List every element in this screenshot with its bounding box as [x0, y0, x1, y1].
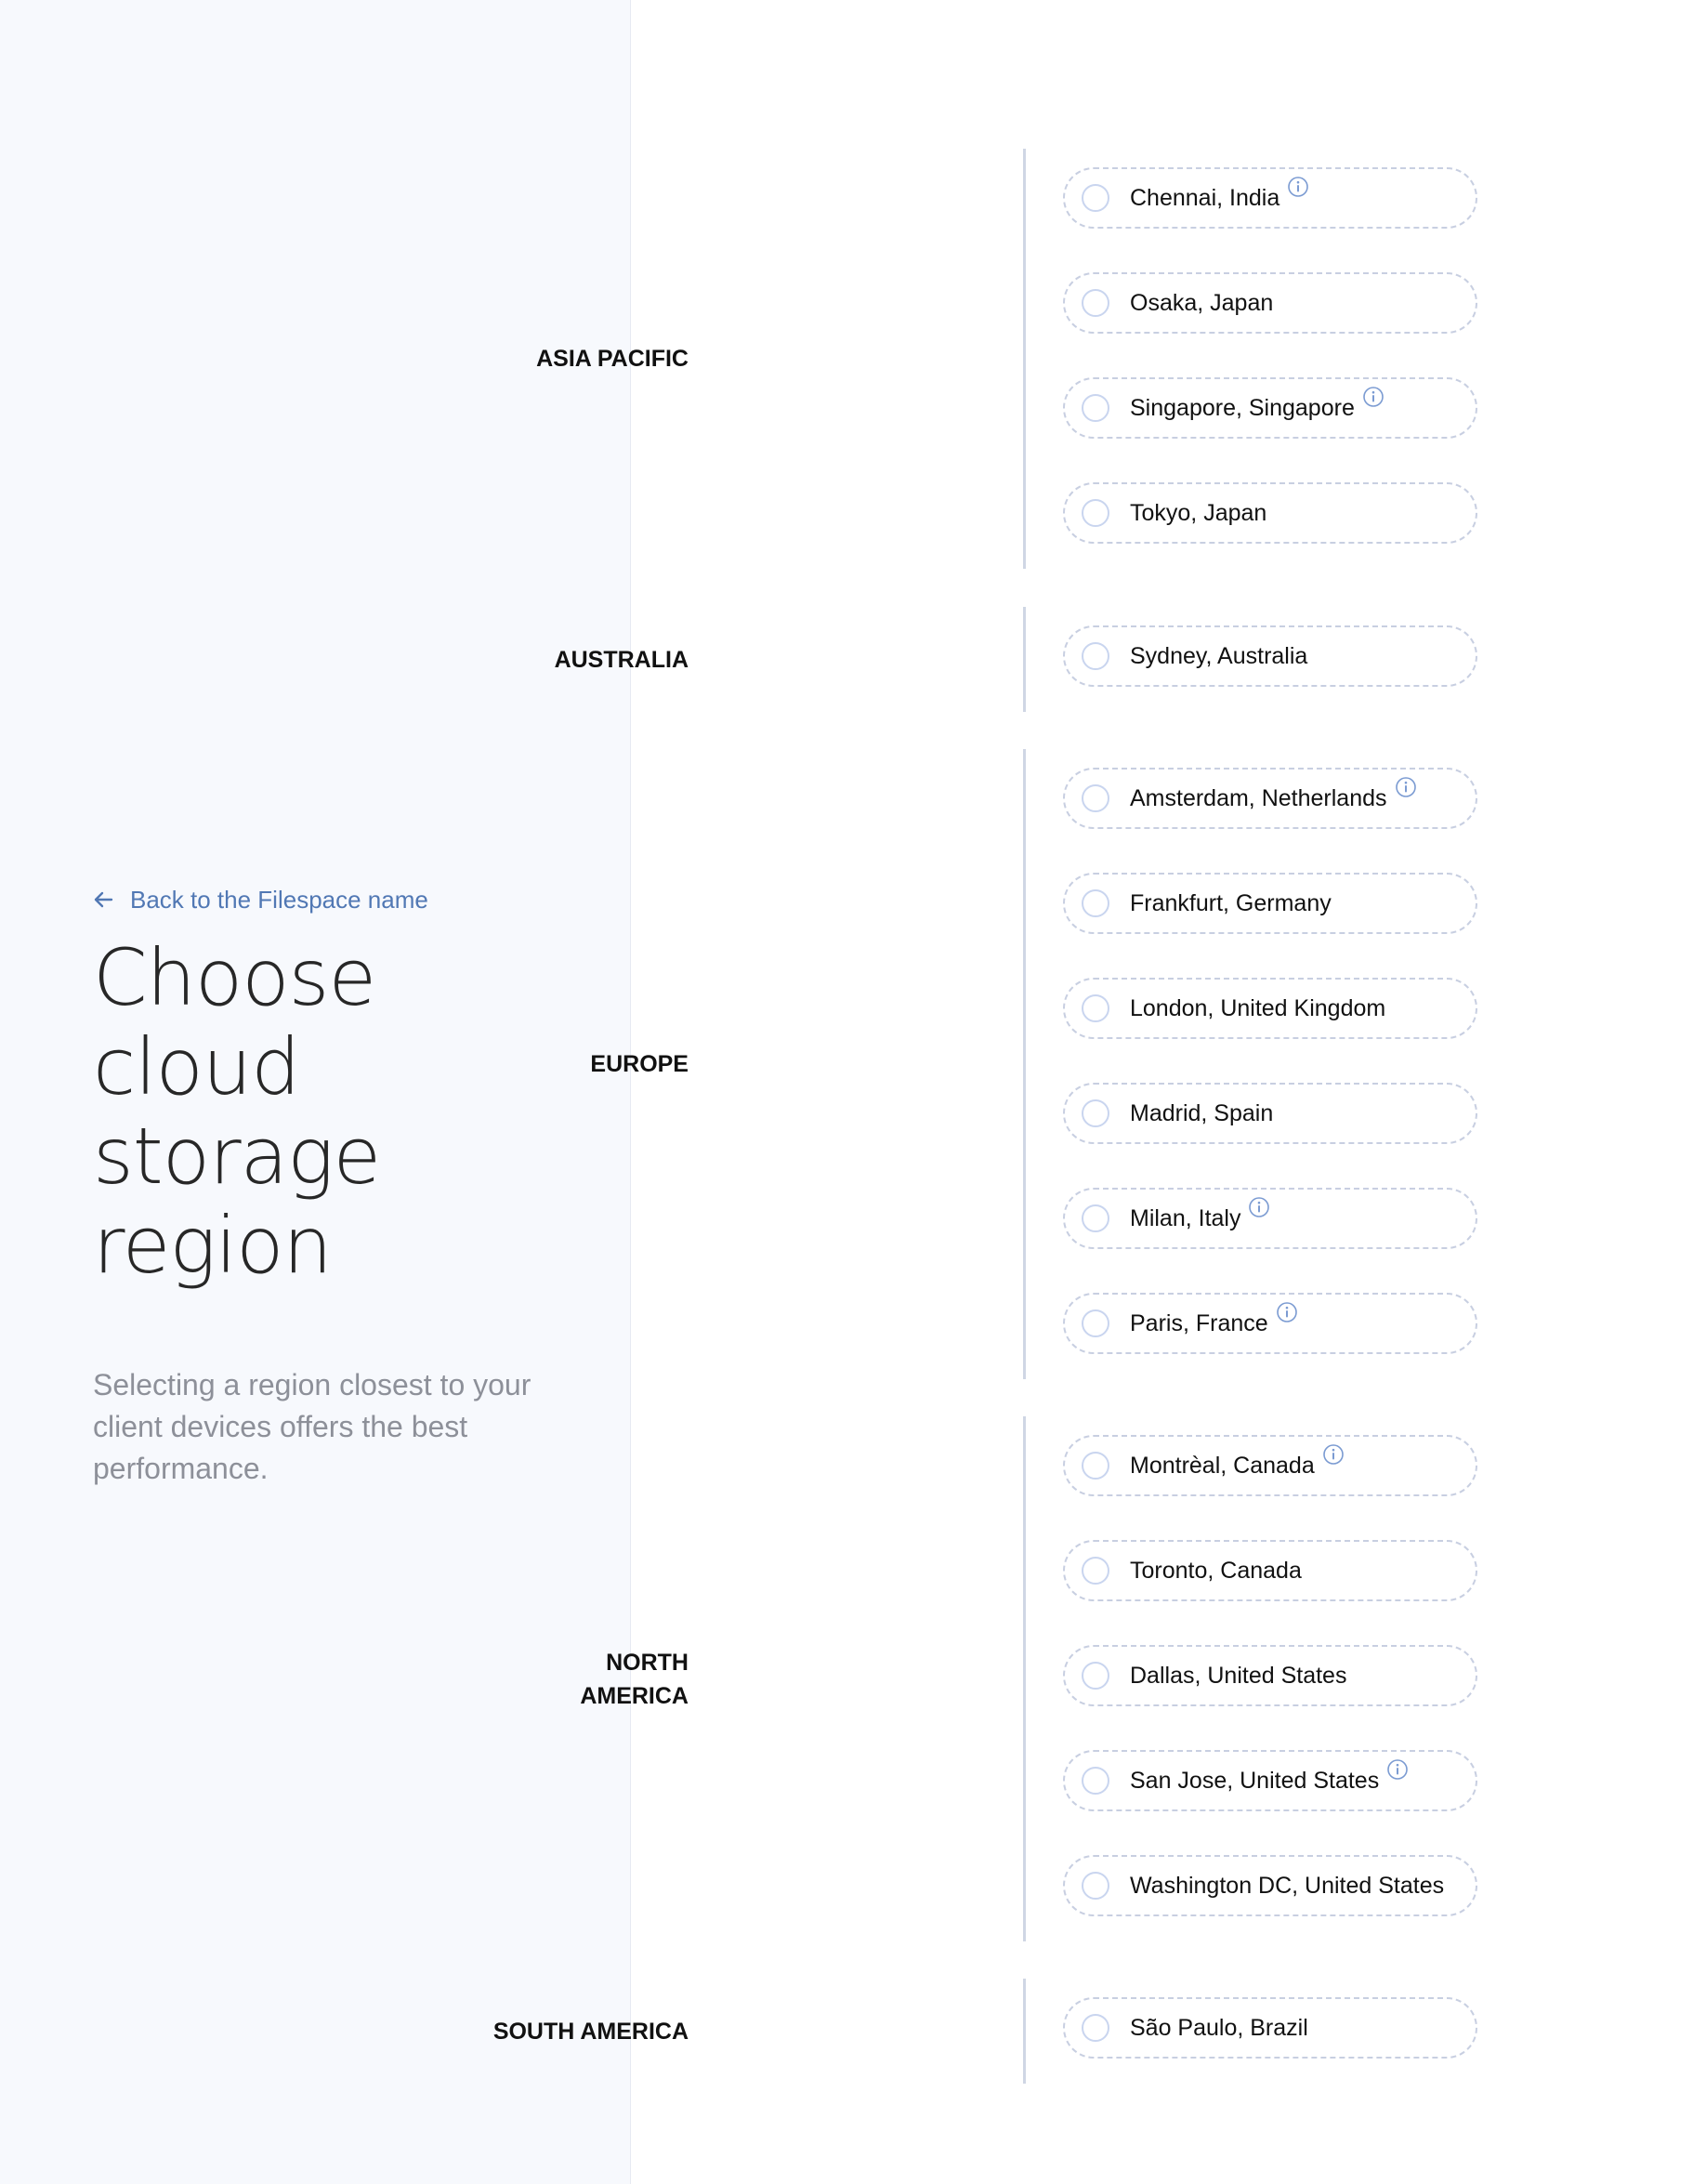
- region-option-label: Madrid, Spain: [1130, 1099, 1274, 1126]
- region-option-madrid[interactable]: Madrid, Spain: [1063, 1083, 1477, 1144]
- region-name: South America: [492, 2018, 689, 2045]
- info-icon[interactable]: [1362, 386, 1384, 408]
- region-group-south-america: South America São Paulo, Brazil: [493, 1979, 1706, 2084]
- region-option-label: Paris, France: [1130, 1309, 1268, 1336]
- left-panel: Back to the Filespace name Choose cloud …: [0, 0, 631, 2184]
- region-option-osaka[interactable]: Osaka, Japan: [1063, 272, 1477, 334]
- region-divider: [1023, 1416, 1026, 1941]
- region-option-label: Toronto, Canada: [1130, 1557, 1302, 1584]
- region-option-amsterdam[interactable]: Amsterdam, Netherlands: [1063, 768, 1477, 829]
- radio-button[interactable]: [1082, 184, 1109, 212]
- radio-button[interactable]: [1082, 1452, 1109, 1480]
- info-icon[interactable]: [1276, 1301, 1298, 1323]
- radio-button[interactable]: [1082, 994, 1109, 1022]
- region-option-label: London, United Kingdom: [1130, 994, 1386, 1021]
- radio-button[interactable]: [1082, 1309, 1109, 1337]
- region-option-singapore[interactable]: Singapore, Singapore: [1063, 377, 1477, 439]
- region-divider: [1023, 1979, 1026, 2084]
- region-option-dallas[interactable]: Dallas, United States: [1063, 1645, 1477, 1706]
- region-option-sydney[interactable]: Sydney, Australia: [1063, 625, 1477, 687]
- region-options: São Paulo, Brazil: [1063, 1997, 1477, 2102]
- region-option-toronto[interactable]: Toronto, Canada: [1063, 1540, 1477, 1601]
- region-option-label: Frankfurt, Germany: [1130, 889, 1332, 916]
- region-option-washington-dc[interactable]: Washington DC, United States: [1063, 1855, 1477, 1916]
- region-name: Australia: [554, 646, 689, 673]
- info-icon[interactable]: [1322, 1443, 1345, 1466]
- region-option-sao-paulo[interactable]: São Paulo, Brazil: [1063, 1997, 1477, 2059]
- region-name: Europe: [590, 1051, 689, 1077]
- radio-button[interactable]: [1082, 289, 1109, 317]
- back-link[interactable]: Back to the Filespace name: [93, 883, 558, 916]
- region-option-label: Tokyo, Japan: [1130, 499, 1267, 526]
- region-option-label: Washington DC, United States: [1130, 1872, 1445, 1899]
- page-title: Choose cloud storage region: [93, 932, 381, 1291]
- region-option-label: Singapore, Singapore: [1130, 394, 1355, 421]
- region-group-asia-pacific: Asia Pacific Chennai, India Osaka, Japan…: [536, 149, 1706, 569]
- region-option-label: Milan, Italy: [1130, 1204, 1241, 1231]
- radio-button[interactable]: [1082, 642, 1109, 670]
- radio-button[interactable]: [1082, 784, 1109, 812]
- radio-button[interactable]: [1082, 499, 1109, 527]
- radio-button[interactable]: [1082, 1662, 1109, 1690]
- radio-button[interactable]: [1082, 394, 1109, 422]
- region-divider: [1023, 607, 1026, 712]
- region-option-label: Amsterdam, Netherlands: [1130, 784, 1387, 811]
- region-options: Amsterdam, Netherlands Frankfurt, German…: [1063, 768, 1477, 1398]
- info-icon[interactable]: [1395, 776, 1417, 798]
- region-option-label: Dallas, United States: [1130, 1662, 1347, 1689]
- region-option-label: Montrèal, Canada: [1130, 1452, 1315, 1479]
- region-group-north-america: North America Montrèal, Canada Toronto, …: [580, 1416, 1706, 1941]
- region-options: Sydney, Australia: [1063, 625, 1477, 730]
- arrow-left-icon: [93, 890, 113, 909]
- region-option-label: Chennai, India: [1130, 184, 1280, 211]
- radio-button[interactable]: [1082, 889, 1109, 917]
- radio-button[interactable]: [1082, 2014, 1109, 2042]
- region-option-london[interactable]: London, United Kingdom: [1063, 978, 1477, 1039]
- region-option-label: Sydney, Australia: [1130, 642, 1308, 669]
- region-option-chennai[interactable]: Chennai, India: [1063, 167, 1477, 229]
- region-option-milan[interactable]: Milan, Italy: [1063, 1188, 1477, 1249]
- info-icon[interactable]: [1386, 1758, 1409, 1781]
- back-link-label: Back to the Filespace name: [130, 886, 428, 914]
- info-icon[interactable]: [1248, 1196, 1270, 1218]
- region-option-label: San Jose, United States: [1130, 1767, 1380, 1794]
- region-options: Montrèal, Canada Toronto, Canada Dallas,…: [1063, 1435, 1477, 1960]
- region-option-san-jose[interactable]: San Jose, United States: [1063, 1750, 1477, 1811]
- region-divider: [1023, 149, 1026, 569]
- intro-section: Back to the Filespace name Choose cloud …: [93, 883, 558, 1490]
- region-list: Asia Pacific Chennai, India Osaka, Japan…: [493, 0, 1706, 2184]
- region-group-australia: Australia Sydney, Australia: [555, 607, 1706, 712]
- region-name: Asia Pacific: [536, 346, 689, 372]
- region-option-paris[interactable]: Paris, France: [1063, 1293, 1477, 1354]
- radio-button[interactable]: [1082, 1099, 1109, 1127]
- region-option-label: Osaka, Japan: [1130, 289, 1274, 316]
- region-divider: [1023, 749, 1026, 1379]
- page-description: Selecting a region closest to your clien…: [93, 1368, 531, 1485]
- region-option-frankfurt[interactable]: Frankfurt, Germany: [1063, 873, 1477, 934]
- region-name: North America: [580, 1649, 689, 1709]
- info-icon[interactable]: [1287, 176, 1309, 198]
- region-options: Chennai, India Osaka, Japan Singapore, S…: [1063, 167, 1477, 587]
- radio-button[interactable]: [1082, 1767, 1109, 1795]
- radio-button[interactable]: [1082, 1872, 1109, 1900]
- radio-button[interactable]: [1082, 1204, 1109, 1232]
- region-option-montreal[interactable]: Montrèal, Canada: [1063, 1435, 1477, 1496]
- radio-button[interactable]: [1082, 1557, 1109, 1585]
- region-option-label: São Paulo, Brazil: [1130, 2014, 1308, 2041]
- region-group-europe: Europe Amsterdam, Netherlands Frankfurt,…: [590, 749, 1706, 1379]
- region-option-tokyo[interactable]: Tokyo, Japan: [1063, 482, 1477, 544]
